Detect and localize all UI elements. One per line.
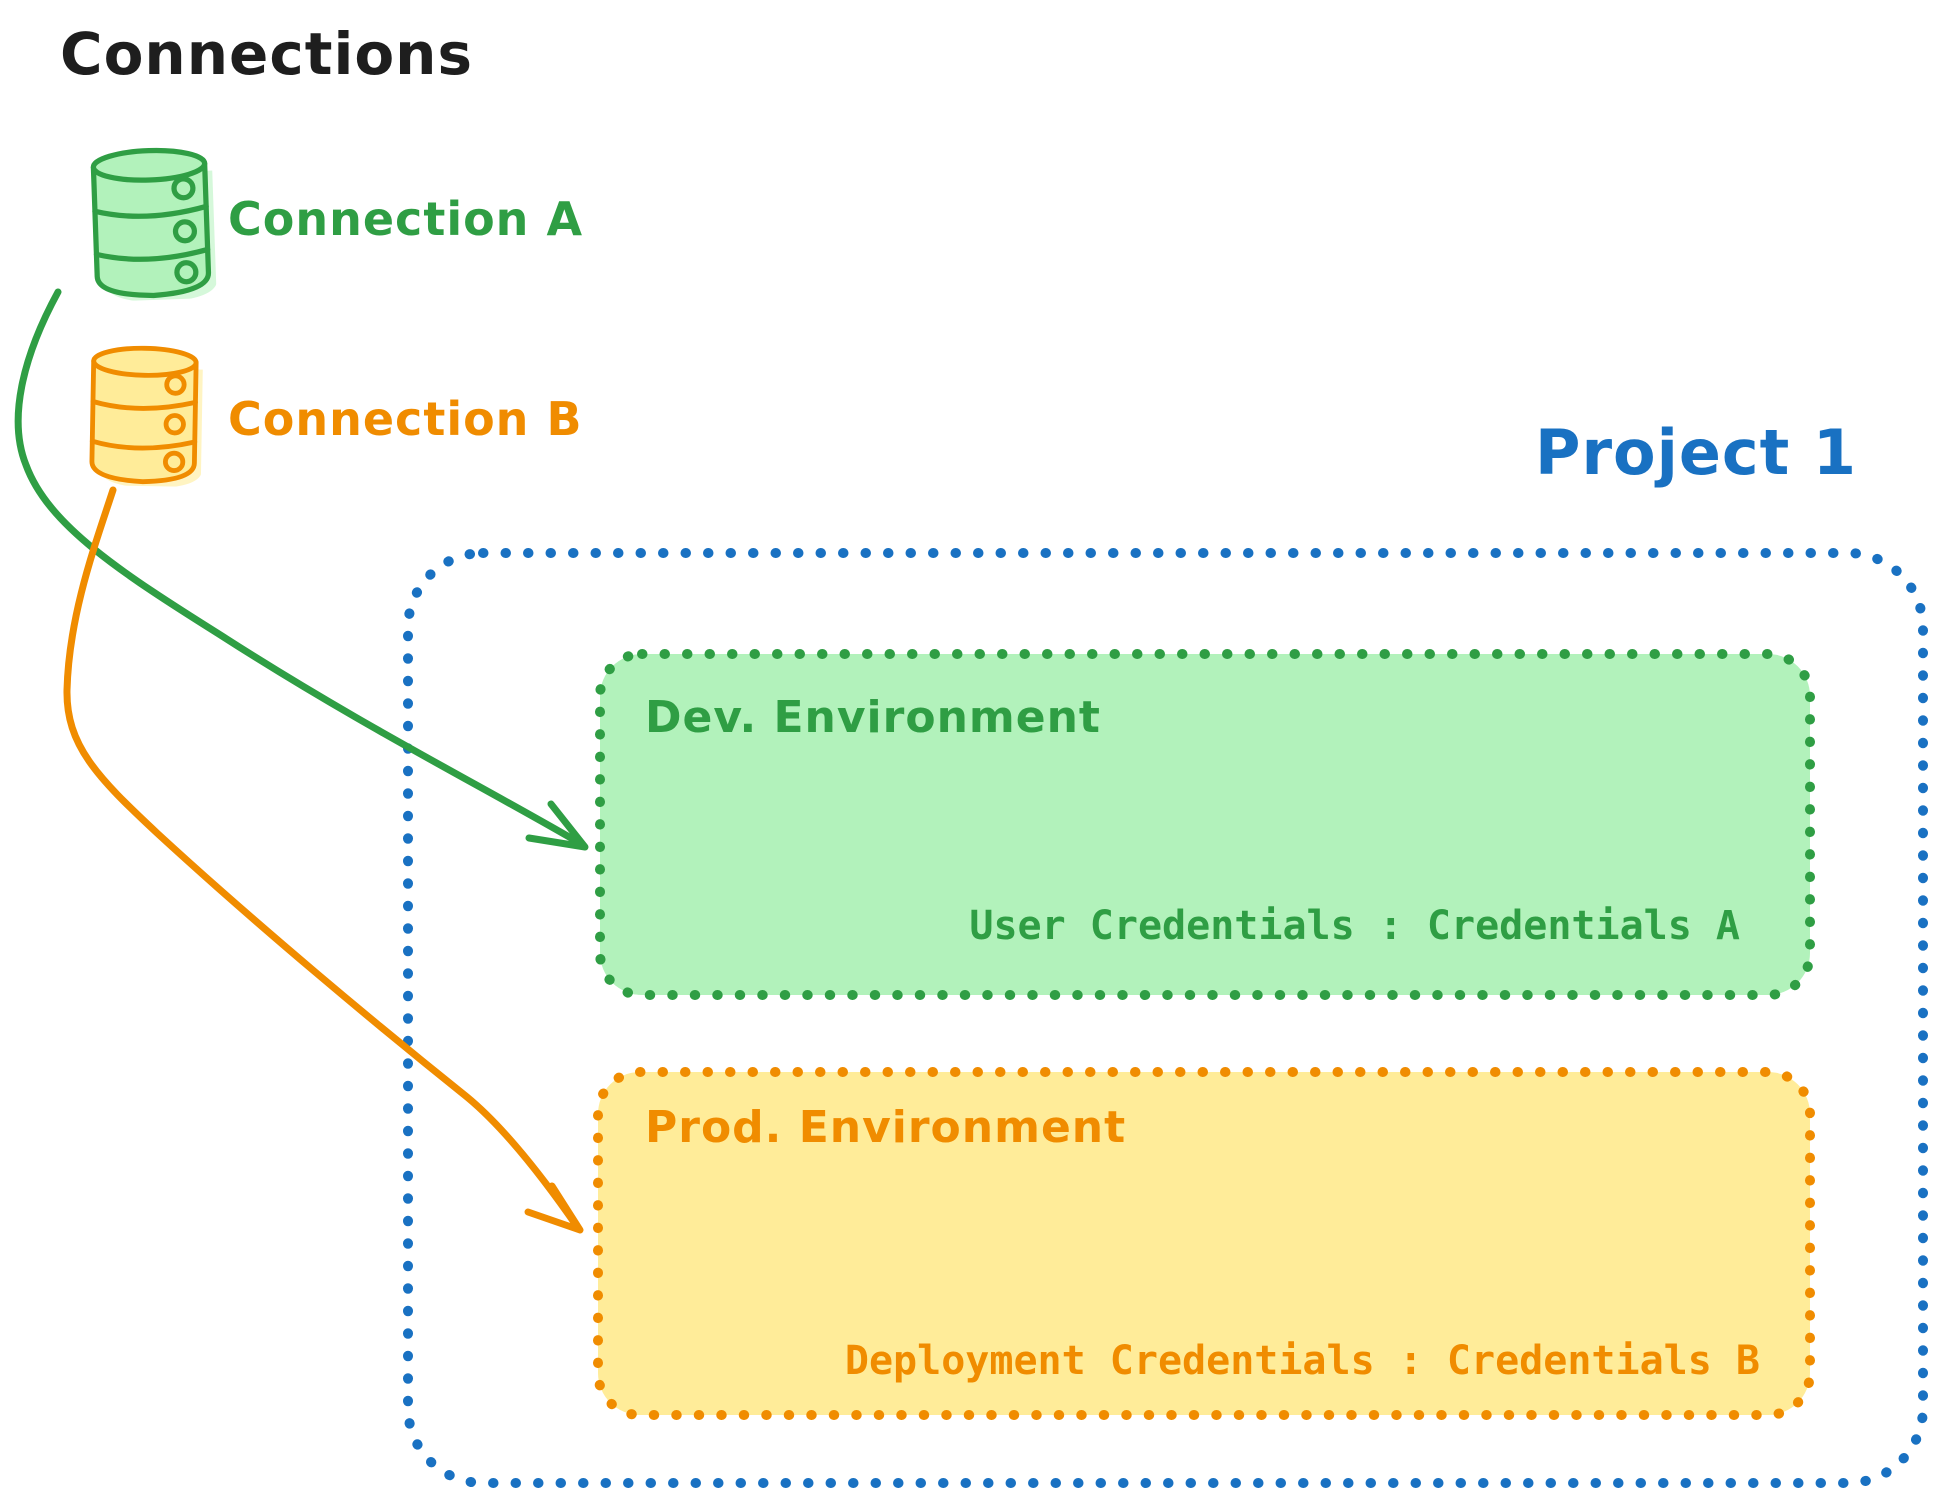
prod-environment-box bbox=[593, 1067, 1815, 1420]
dev-environment-box bbox=[595, 649, 1815, 1000]
dev-environment-title: Dev. Environment bbox=[645, 692, 1101, 743]
database-top bbox=[90, 147, 208, 183]
project-title: Project 1 bbox=[1535, 416, 1858, 489]
database-dot bbox=[174, 260, 199, 285]
database-band bbox=[92, 203, 209, 219]
database-dot bbox=[172, 219, 198, 244]
prod-environment-border bbox=[593, 1067, 1815, 1420]
database-dot bbox=[171, 176, 196, 201]
prod-environment-credentials: Deployment Credentials : Credentials B bbox=[844, 1338, 1760, 1384]
connection-a-label: Connection A bbox=[228, 192, 584, 246]
prod-environment-title: Prod. Environment bbox=[645, 1102, 1127, 1153]
connection-b-label: Connection B bbox=[228, 392, 583, 446]
dev-environment-credentials: User Credentials : Credentials A bbox=[969, 903, 1740, 949]
diagram-title: Connections bbox=[60, 20, 473, 88]
connection-b-database-icon bbox=[89, 345, 204, 488]
database-top bbox=[91, 345, 199, 378]
connection-a-database-icon bbox=[90, 147, 217, 303]
dev-environment-border bbox=[595, 649, 1815, 1000]
database-band bbox=[93, 246, 211, 262]
